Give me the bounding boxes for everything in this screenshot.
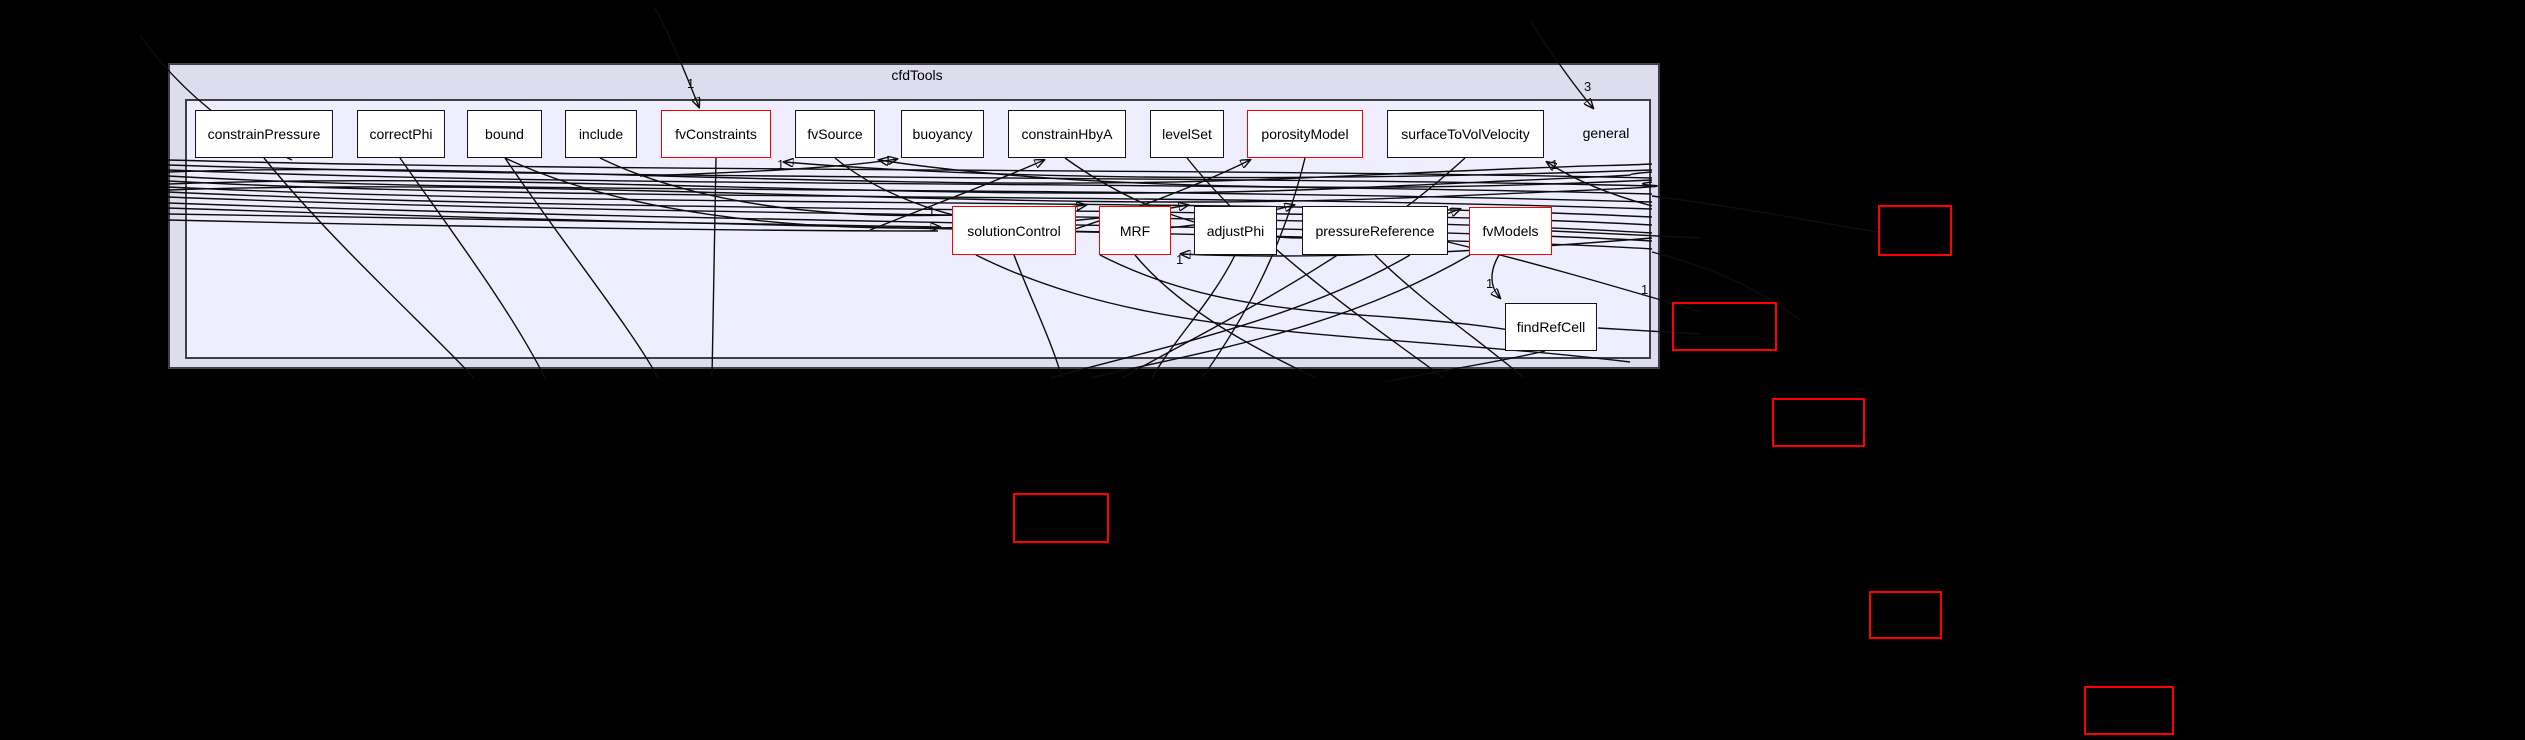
- external-dir-box-6[interactable]: [2084, 686, 2174, 735]
- edge-label-MRF: 1: [1176, 252, 1184, 267]
- dir-node-surfaceToVolVelocity[interactable]: surfaceToVolVelocity: [1387, 110, 1544, 158]
- edge-bundle: [139, 7, 1879, 383]
- edge-label-general-in: 3: [1584, 79, 1592, 94]
- dir-node-constrainHbyA[interactable]: constrainHbyA: [1008, 110, 1126, 158]
- edge-label-findRefCell: 1: [1486, 276, 1494, 291]
- dir-node-buoyancy[interactable]: buoyancy: [901, 110, 984, 158]
- dir-node-include[interactable]: include: [565, 110, 637, 158]
- dir-node-fvConstraints[interactable]: fvConstraints: [661, 110, 771, 158]
- dir-node-solutionControl[interactable]: solutionControl: [952, 206, 1076, 255]
- edge-label-fvConstraints-top: 1: [687, 76, 695, 91]
- dir-node-fvSource[interactable]: fvSource: [795, 110, 875, 158]
- edge-label-solutionControl: 1: [928, 204, 936, 219]
- dir-node-bound[interactable]: bound: [467, 110, 542, 158]
- dir-node-constrainPressure[interactable]: constrainPressure: [195, 110, 333, 158]
- dir-node-MRF[interactable]: MRF: [1099, 206, 1171, 255]
- dir-node-porosityModel[interactable]: porosityModel: [1247, 110, 1363, 158]
- dir-node-levelSet[interactable]: levelSet: [1150, 110, 1224, 158]
- edge-label-surfaceToVol: 1: [1551, 157, 1559, 172]
- cluster-label-general[interactable]: general: [1582, 125, 1630, 141]
- external-dir-box-1[interactable]: [1878, 205, 1952, 256]
- external-dir-box-2[interactable]: [1672, 302, 1777, 351]
- dir-node-correctPhi[interactable]: correctPhi: [357, 110, 445, 158]
- dir-node-pressureReference[interactable]: pressureReference: [1302, 206, 1448, 255]
- external-dir-box-5[interactable]: [1869, 591, 1942, 639]
- external-dir-box-3[interactable]: [1772, 398, 1865, 447]
- external-dir-box-4[interactable]: [1013, 493, 1109, 543]
- cluster-label-cfdTools[interactable]: cfdTools: [891, 67, 943, 83]
- dir-node-adjustPhi[interactable]: adjustPhi: [1194, 206, 1277, 255]
- dir-node-fvModels[interactable]: fvModels: [1469, 207, 1552, 255]
- dir-node-findRefCell[interactable]: findRefCell: [1505, 303, 1597, 351]
- edge-label-right-exit: 1: [1641, 282, 1649, 297]
- edge-label-fvConstraints-br: 1: [777, 157, 785, 172]
